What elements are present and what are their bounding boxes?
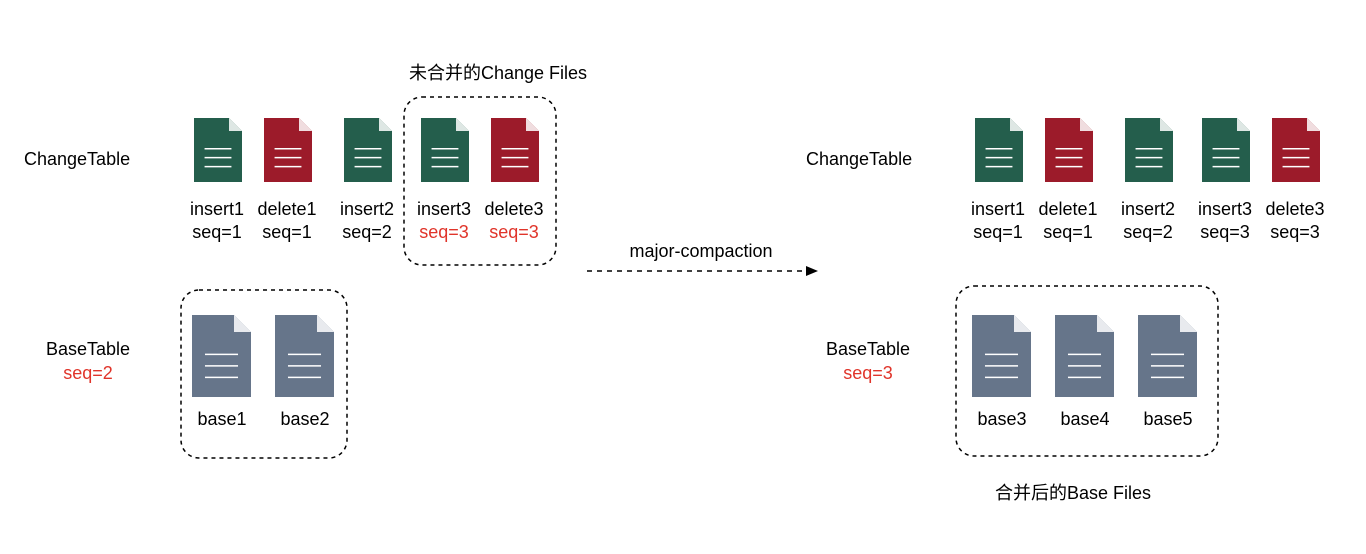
merged-base-files-caption: 合并后的Base Files xyxy=(994,483,1152,503)
left-base-file-name-base2: base2 xyxy=(280,409,330,429)
left-base-file-icon-base2 xyxy=(275,315,334,397)
left-file-seq-delete1: seq=1 xyxy=(262,222,312,242)
left-file-name-insert1: insert1 xyxy=(189,199,245,219)
right-base-seq: seq=3 xyxy=(843,363,893,383)
right-file-seq-insert1: seq=1 xyxy=(973,222,1023,242)
right-insert-file-icon-insert1 xyxy=(975,118,1023,182)
right-file-name-insert2: insert2 xyxy=(1120,199,1176,219)
right-insert-file-icon-insert2 xyxy=(1125,118,1173,182)
right-base-file-icon-base4 xyxy=(1055,315,1114,397)
right-file-name-insert3: insert3 xyxy=(1197,199,1253,219)
unmerged-change-files-caption: 未合并的Change Files xyxy=(408,63,588,83)
left-file-seq-insert1: seq=1 xyxy=(192,222,242,242)
right-base-file-name-base3: base3 xyxy=(977,409,1027,429)
right-file-name-insert1: insert1 xyxy=(970,199,1026,219)
right-base-file-name-base4: base4 xyxy=(1060,409,1110,429)
right-file-name-delete1: delete1 xyxy=(1038,199,1098,219)
left-insert-file-icon-insert2 xyxy=(344,118,392,182)
left-file-name-delete3: delete3 xyxy=(484,199,544,219)
left-base-file-name-base1: base1 xyxy=(197,409,247,429)
right-file-seq-delete1: seq=1 xyxy=(1043,222,1093,242)
right-delete-file-icon-delete3 xyxy=(1272,118,1320,182)
right-base-file-icon-base3 xyxy=(972,315,1031,397)
unmerged-change-files-group xyxy=(403,96,557,266)
left-insert-file-icon-insert1 xyxy=(194,118,242,182)
left-insert-file-icon-insert3 xyxy=(421,118,469,182)
merged-base-files-group xyxy=(955,285,1219,457)
left-file-name-insert3: insert3 xyxy=(416,199,472,219)
major-compaction-label: major-compaction xyxy=(629,241,773,261)
left-change-table-label: ChangeTable xyxy=(24,149,131,169)
left-file-seq-insert2: seq=2 xyxy=(342,222,392,242)
left-delete-file-icon-delete3 xyxy=(491,118,539,182)
left-file-seq-insert3: seq=3 xyxy=(419,222,469,242)
left-file-seq-delete3: seq=3 xyxy=(489,222,539,242)
left-base-seq: seq=2 xyxy=(63,363,113,383)
left-file-name-delete1: delete1 xyxy=(257,199,317,219)
left-base-file-icon-base1 xyxy=(192,315,251,397)
right-file-seq-delete3: seq=3 xyxy=(1270,222,1320,242)
right-file-name-delete3: delete3 xyxy=(1265,199,1325,219)
right-delete-file-icon-delete1 xyxy=(1045,118,1093,182)
right-base-file-name-base5: base5 xyxy=(1143,409,1193,429)
right-base-file-icon-base5 xyxy=(1138,315,1197,397)
left-base-files-group xyxy=(180,289,348,459)
left-delete-file-icon-delete1 xyxy=(264,118,312,182)
right-change-table-label: ChangeTable xyxy=(806,149,913,169)
right-file-seq-insert3: seq=3 xyxy=(1200,222,1250,242)
left-file-name-insert2: insert2 xyxy=(339,199,395,219)
right-base-table-label: BaseTable xyxy=(825,339,911,359)
left-base-table-label: BaseTable xyxy=(45,339,131,359)
right-file-seq-insert2: seq=2 xyxy=(1123,222,1173,242)
right-insert-file-icon-insert3 xyxy=(1202,118,1250,182)
